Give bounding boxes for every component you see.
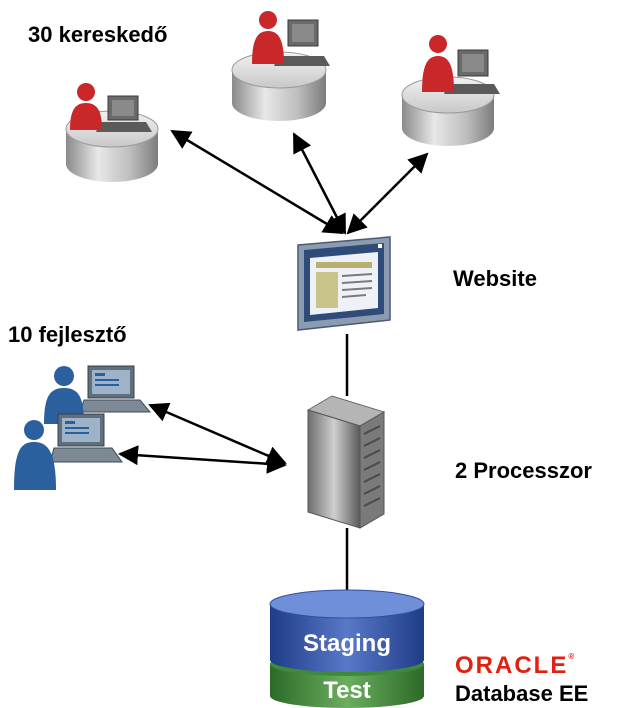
database-cylinder-icon: Staging Test [269,589,425,708]
website-label: Website [453,266,537,291]
processor-label: 2 Processzor [455,458,592,483]
arrow-trader-2-website [292,132,347,235]
trader-workstation-1 [65,83,159,182]
database-edition-label: Database EE [455,681,589,706]
server-tower-icon [306,395,386,529]
developer-workstation-2 [14,413,123,490]
arrow-trader-3-website [346,152,429,235]
db-layer-test: Test [323,677,371,704]
computer-icon [274,19,330,66]
arrow-dev-1-server [148,402,287,466]
website-window-icon [297,236,391,331]
computer-icon [49,413,123,463]
person-icon [422,35,454,92]
arrow-trader-1-website [170,129,344,235]
developers-label: 10 fejlesztő [8,322,127,347]
connectors [118,129,429,592]
person-icon [252,11,284,64]
trader-workstation-3 [401,35,500,146]
person-icon [14,420,56,490]
arrow-dev-2-server [118,445,287,474]
computer-icon [79,365,152,413]
oracle-logo: ORACLE® [455,652,575,679]
oracle-logo-text: ORACLE [455,652,569,679]
trader-workstation-2 [231,11,330,121]
person-icon [70,83,102,130]
computer-icon [96,95,152,132]
traders-label: 30 kereskedő [28,22,168,47]
db-layer-staging: Staging [303,630,391,657]
developer-workstation-1 [44,365,152,424]
computer-icon [444,49,500,94]
